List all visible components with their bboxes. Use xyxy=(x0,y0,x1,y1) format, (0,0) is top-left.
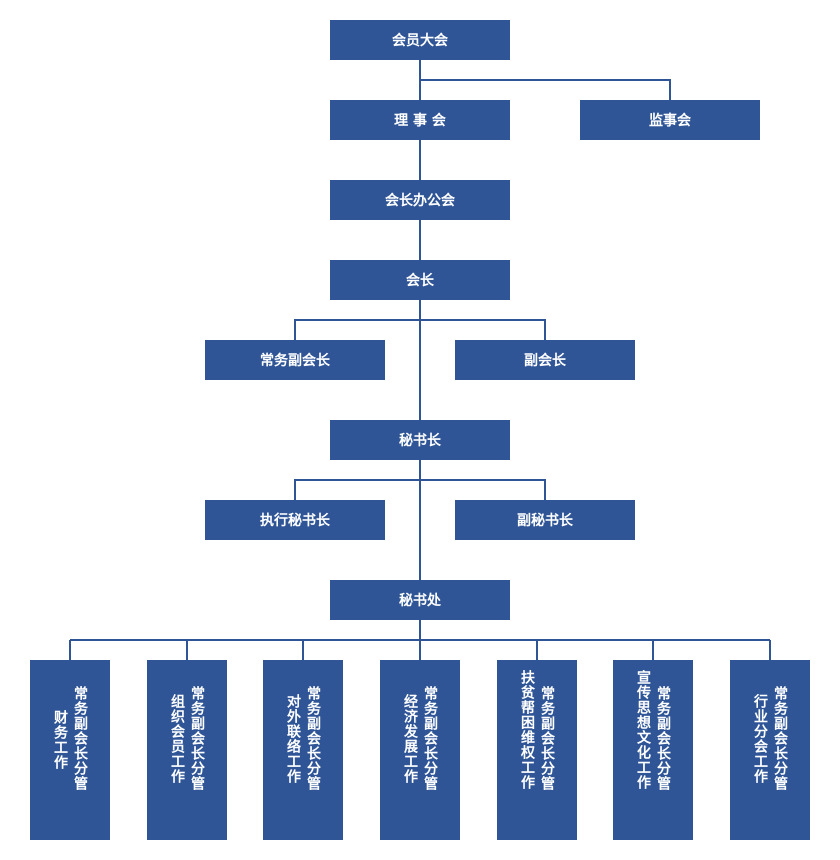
dept-label-primary: 常务副会长分管 xyxy=(655,686,671,791)
dept-label-secondary: 行业分会工作 xyxy=(752,694,768,784)
dept-label-primary: 常务副会长分管 xyxy=(772,686,788,791)
dept-label-primary: 常务副会长分管 xyxy=(305,686,321,791)
dept-label-secondary: 宣传思想文化工作 xyxy=(635,670,651,790)
dept-box: 常务副会长分管 对外联络工作 xyxy=(263,660,343,840)
dept-box: 常务副会长分管 宣传思想文化工作 xyxy=(613,660,693,840)
dept-box: 常务副会长分管 组织会员工作 xyxy=(147,660,227,840)
connector-line xyxy=(294,479,546,500)
dept-label-primary: 常务副会长分管 xyxy=(539,686,555,791)
node-deputy-secretary-general: 副秘书长 xyxy=(455,500,635,540)
node-assembly: 会员大会 xyxy=(330,20,510,60)
node-exec-secretary-general: 执行秘书长 xyxy=(205,500,385,540)
dept-label-secondary: 扶贫帮困维权工作 xyxy=(519,670,535,790)
dept-label-secondary: 组织会员工作 xyxy=(169,694,185,784)
node-secretary-general: 秘书长 xyxy=(330,420,510,460)
node-vp: 副会长 xyxy=(455,340,635,380)
node-president: 会长 xyxy=(330,260,510,300)
dept-box: 常务副会长分管 财务工作 xyxy=(30,660,110,840)
dept-box: 常务副会长分管 行业分会工作 xyxy=(730,660,810,840)
dept-label-secondary: 经济发展工作 xyxy=(402,694,418,784)
dept-label-secondary: 对外联络工作 xyxy=(285,694,301,784)
dept-label-secondary: 财务工作 xyxy=(52,710,68,770)
node-secretariat: 秘书处 xyxy=(330,580,510,620)
node-supervisory: 监事会 xyxy=(580,100,760,140)
dept-label-primary: 常务副会长分管 xyxy=(72,686,88,791)
node-exec-vp: 常务副会长 xyxy=(205,340,385,380)
node-council: 理 事 会 xyxy=(330,100,510,140)
connector-line xyxy=(294,319,546,340)
node-president-office: 会长办公会 xyxy=(330,180,510,220)
dept-box: 常务副会长分管 经济发展工作 xyxy=(380,660,460,840)
connector-line xyxy=(420,79,671,100)
dept-label-primary: 常务副会长分管 xyxy=(422,686,438,791)
dept-box: 常务副会长分管 扶贫帮困维权工作 xyxy=(497,660,577,840)
dept-label-primary: 常务副会长分管 xyxy=(189,686,205,791)
